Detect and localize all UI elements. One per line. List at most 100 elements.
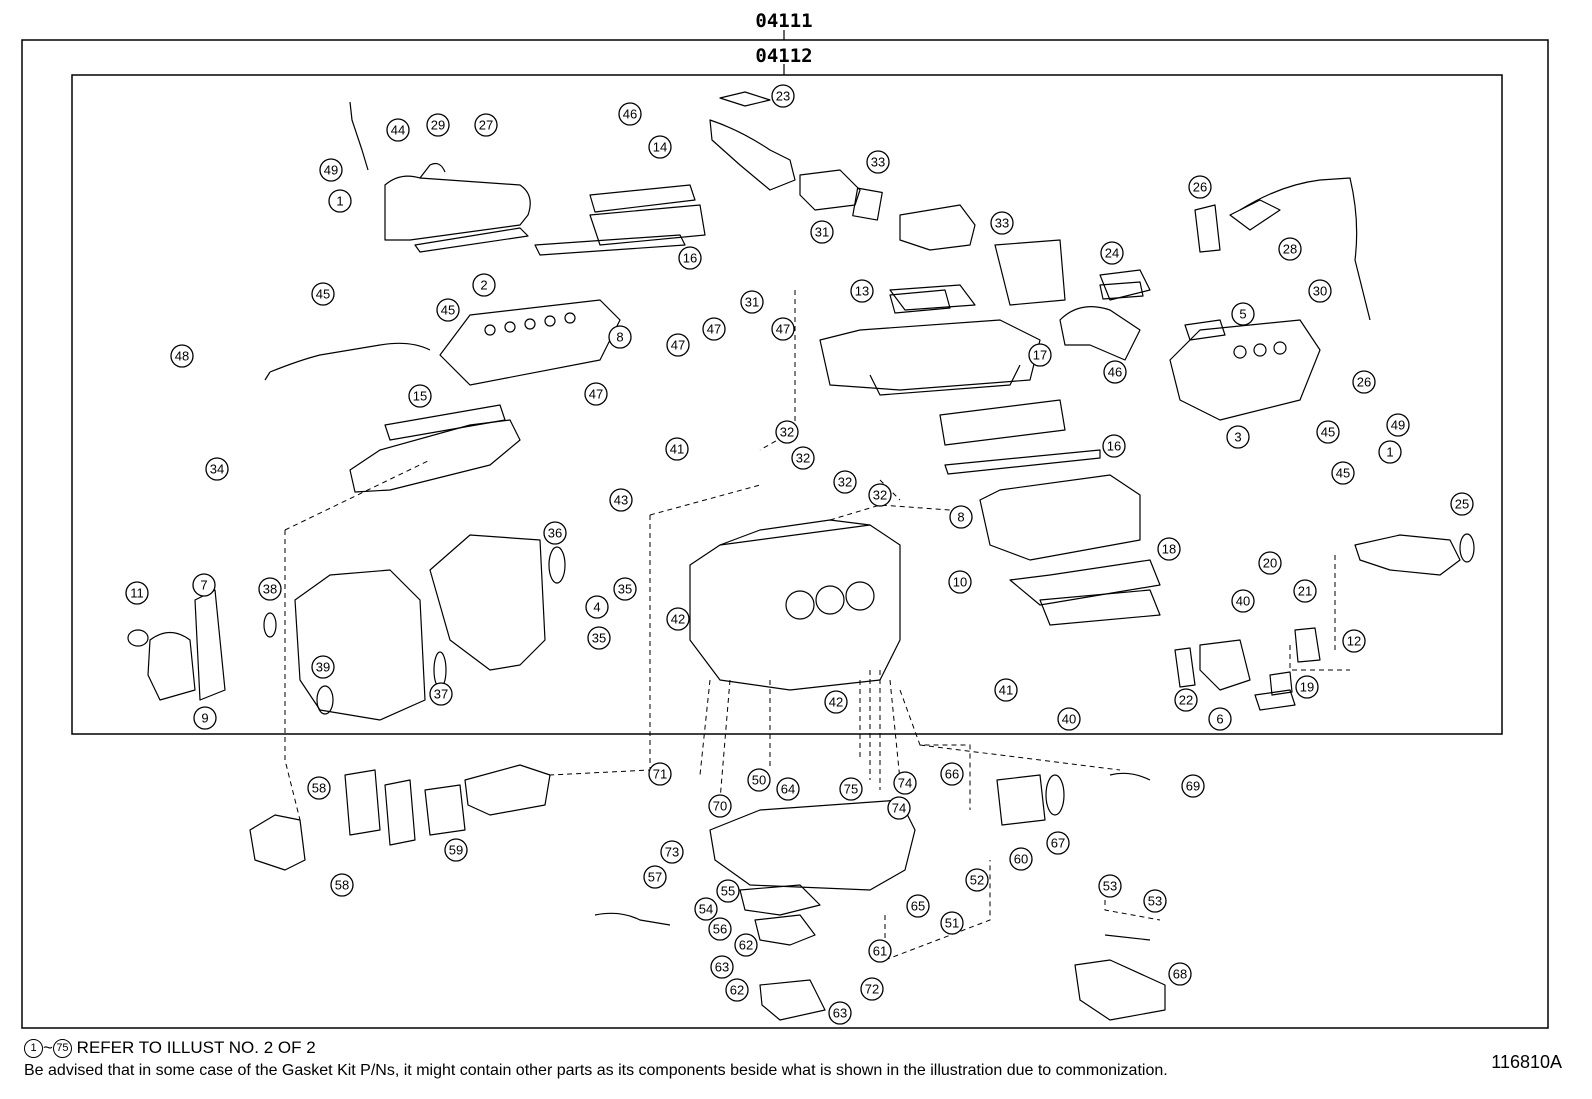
callout-20[interactable]: 20: [1258, 551, 1282, 575]
callout-45[interactable]: 45: [1316, 420, 1340, 444]
callout-52[interactable]: 52: [965, 868, 989, 892]
callout-41[interactable]: 41: [994, 678, 1018, 702]
callout-67[interactable]: 67: [1046, 831, 1070, 855]
callout-1[interactable]: 1: [328, 189, 352, 213]
callout-56[interactable]: 56: [708, 917, 732, 941]
callout-46[interactable]: 46: [618, 102, 642, 126]
callout-9[interactable]: 9: [193, 706, 217, 730]
callout-59[interactable]: 59: [444, 838, 468, 862]
callout-45[interactable]: 45: [1331, 461, 1355, 485]
callout-40[interactable]: 40: [1057, 707, 1081, 731]
callout-33[interactable]: 33: [990, 211, 1014, 235]
callout-35[interactable]: 35: [587, 626, 611, 650]
callout-5[interactable]: 5: [1231, 302, 1255, 326]
callout-8[interactable]: 8: [608, 325, 632, 349]
callout-70[interactable]: 70: [708, 794, 732, 818]
callout-69[interactable]: 69: [1181, 774, 1205, 798]
callout-33[interactable]: 33: [866, 150, 890, 174]
callout-29[interactable]: 29: [426, 113, 450, 137]
callout-41[interactable]: 41: [665, 437, 689, 461]
callout-26[interactable]: 26: [1352, 370, 1376, 394]
callout-24[interactable]: 24: [1100, 241, 1124, 265]
callout-32[interactable]: 32: [791, 446, 815, 470]
callout-16[interactable]: 16: [1102, 434, 1126, 458]
callout-60[interactable]: 60: [1009, 847, 1033, 871]
callout-31[interactable]: 31: [810, 220, 834, 244]
callout-14[interactable]: 14: [648, 135, 672, 159]
callout-31[interactable]: 31: [740, 290, 764, 314]
callout-72[interactable]: 72: [860, 977, 884, 1001]
callout-23[interactable]: 23: [771, 84, 795, 108]
callout-62[interactable]: 62: [734, 933, 758, 957]
callout-57[interactable]: 57: [643, 865, 667, 889]
callout-71[interactable]: 71: [648, 762, 672, 786]
callout-2[interactable]: 2: [472, 273, 496, 297]
callout-22[interactable]: 22: [1174, 688, 1198, 712]
callout-74[interactable]: 74: [887, 796, 911, 820]
callout-63[interactable]: 63: [828, 1001, 852, 1025]
callout-46[interactable]: 46: [1103, 360, 1127, 384]
callout-55[interactable]: 55: [716, 879, 740, 903]
callout-53[interactable]: 53: [1143, 889, 1167, 913]
callout-47[interactable]: 47: [584, 382, 608, 406]
callout-74[interactable]: 74: [893, 771, 917, 795]
callout-75[interactable]: 75: [839, 777, 863, 801]
callout-30[interactable]: 30: [1308, 279, 1332, 303]
callout-38[interactable]: 38: [258, 577, 282, 601]
callout-58[interactable]: 58: [307, 776, 331, 800]
callout-32[interactable]: 32: [833, 470, 857, 494]
callout-54[interactable]: 54: [694, 897, 718, 921]
callout-37[interactable]: 37: [429, 682, 453, 706]
callout-4[interactable]: 4: [585, 595, 609, 619]
callout-28[interactable]: 28: [1278, 237, 1302, 261]
callout-21[interactable]: 21: [1293, 579, 1317, 603]
callout-26[interactable]: 26: [1188, 175, 1212, 199]
callout-3[interactable]: 3: [1226, 425, 1250, 449]
callout-68[interactable]: 68: [1168, 962, 1192, 986]
callout-42[interactable]: 42: [824, 690, 848, 714]
callout-50[interactable]: 50: [747, 768, 771, 792]
callout-62[interactable]: 62: [725, 978, 749, 1002]
callout-61[interactable]: 61: [868, 939, 892, 963]
callout-7[interactable]: 7: [192, 573, 216, 597]
callout-32[interactable]: 32: [775, 420, 799, 444]
callout-17[interactable]: 17: [1028, 343, 1052, 367]
callout-47[interactable]: 47: [771, 317, 795, 341]
callout-8[interactable]: 8: [949, 505, 973, 529]
callout-47[interactable]: 47: [666, 333, 690, 357]
callout-40[interactable]: 40: [1231, 589, 1255, 613]
callout-39[interactable]: 39: [311, 655, 335, 679]
callout-64[interactable]: 64: [776, 777, 800, 801]
callout-34[interactable]: 34: [205, 457, 229, 481]
callout-16[interactable]: 16: [678, 246, 702, 270]
callout-43[interactable]: 43: [609, 488, 633, 512]
callout-10[interactable]: 10: [948, 570, 972, 594]
callout-27[interactable]: 27: [474, 113, 498, 137]
callout-73[interactable]: 73: [660, 840, 684, 864]
callout-36[interactable]: 36: [543, 521, 567, 545]
callout-19[interactable]: 19: [1295, 675, 1319, 699]
callout-6[interactable]: 6: [1208, 707, 1232, 731]
callout-42[interactable]: 42: [666, 607, 690, 631]
callout-13[interactable]: 13: [850, 279, 874, 303]
callout-25[interactable]: 25: [1450, 492, 1474, 516]
callout-48[interactable]: 48: [170, 344, 194, 368]
callout-51[interactable]: 51: [940, 911, 964, 935]
callout-44[interactable]: 44: [386, 118, 410, 142]
callout-45[interactable]: 45: [436, 298, 460, 322]
callout-1[interactable]: 1: [1378, 440, 1402, 464]
callout-66[interactable]: 66: [940, 762, 964, 786]
callout-53[interactable]: 53: [1098, 874, 1122, 898]
callout-18[interactable]: 18: [1157, 537, 1181, 561]
callout-32[interactable]: 32: [868, 483, 892, 507]
callout-63[interactable]: 63: [710, 955, 734, 979]
callout-47[interactable]: 47: [702, 317, 726, 341]
callout-12[interactable]: 12: [1342, 629, 1366, 653]
callout-45[interactable]: 45: [311, 282, 335, 306]
callout-58[interactable]: 58: [330, 873, 354, 897]
callout-65[interactable]: 65: [906, 894, 930, 918]
callout-35[interactable]: 35: [613, 577, 637, 601]
callout-49[interactable]: 49: [1386, 413, 1410, 437]
callout-49[interactable]: 49: [319, 158, 343, 182]
callout-15[interactable]: 15: [408, 384, 432, 408]
